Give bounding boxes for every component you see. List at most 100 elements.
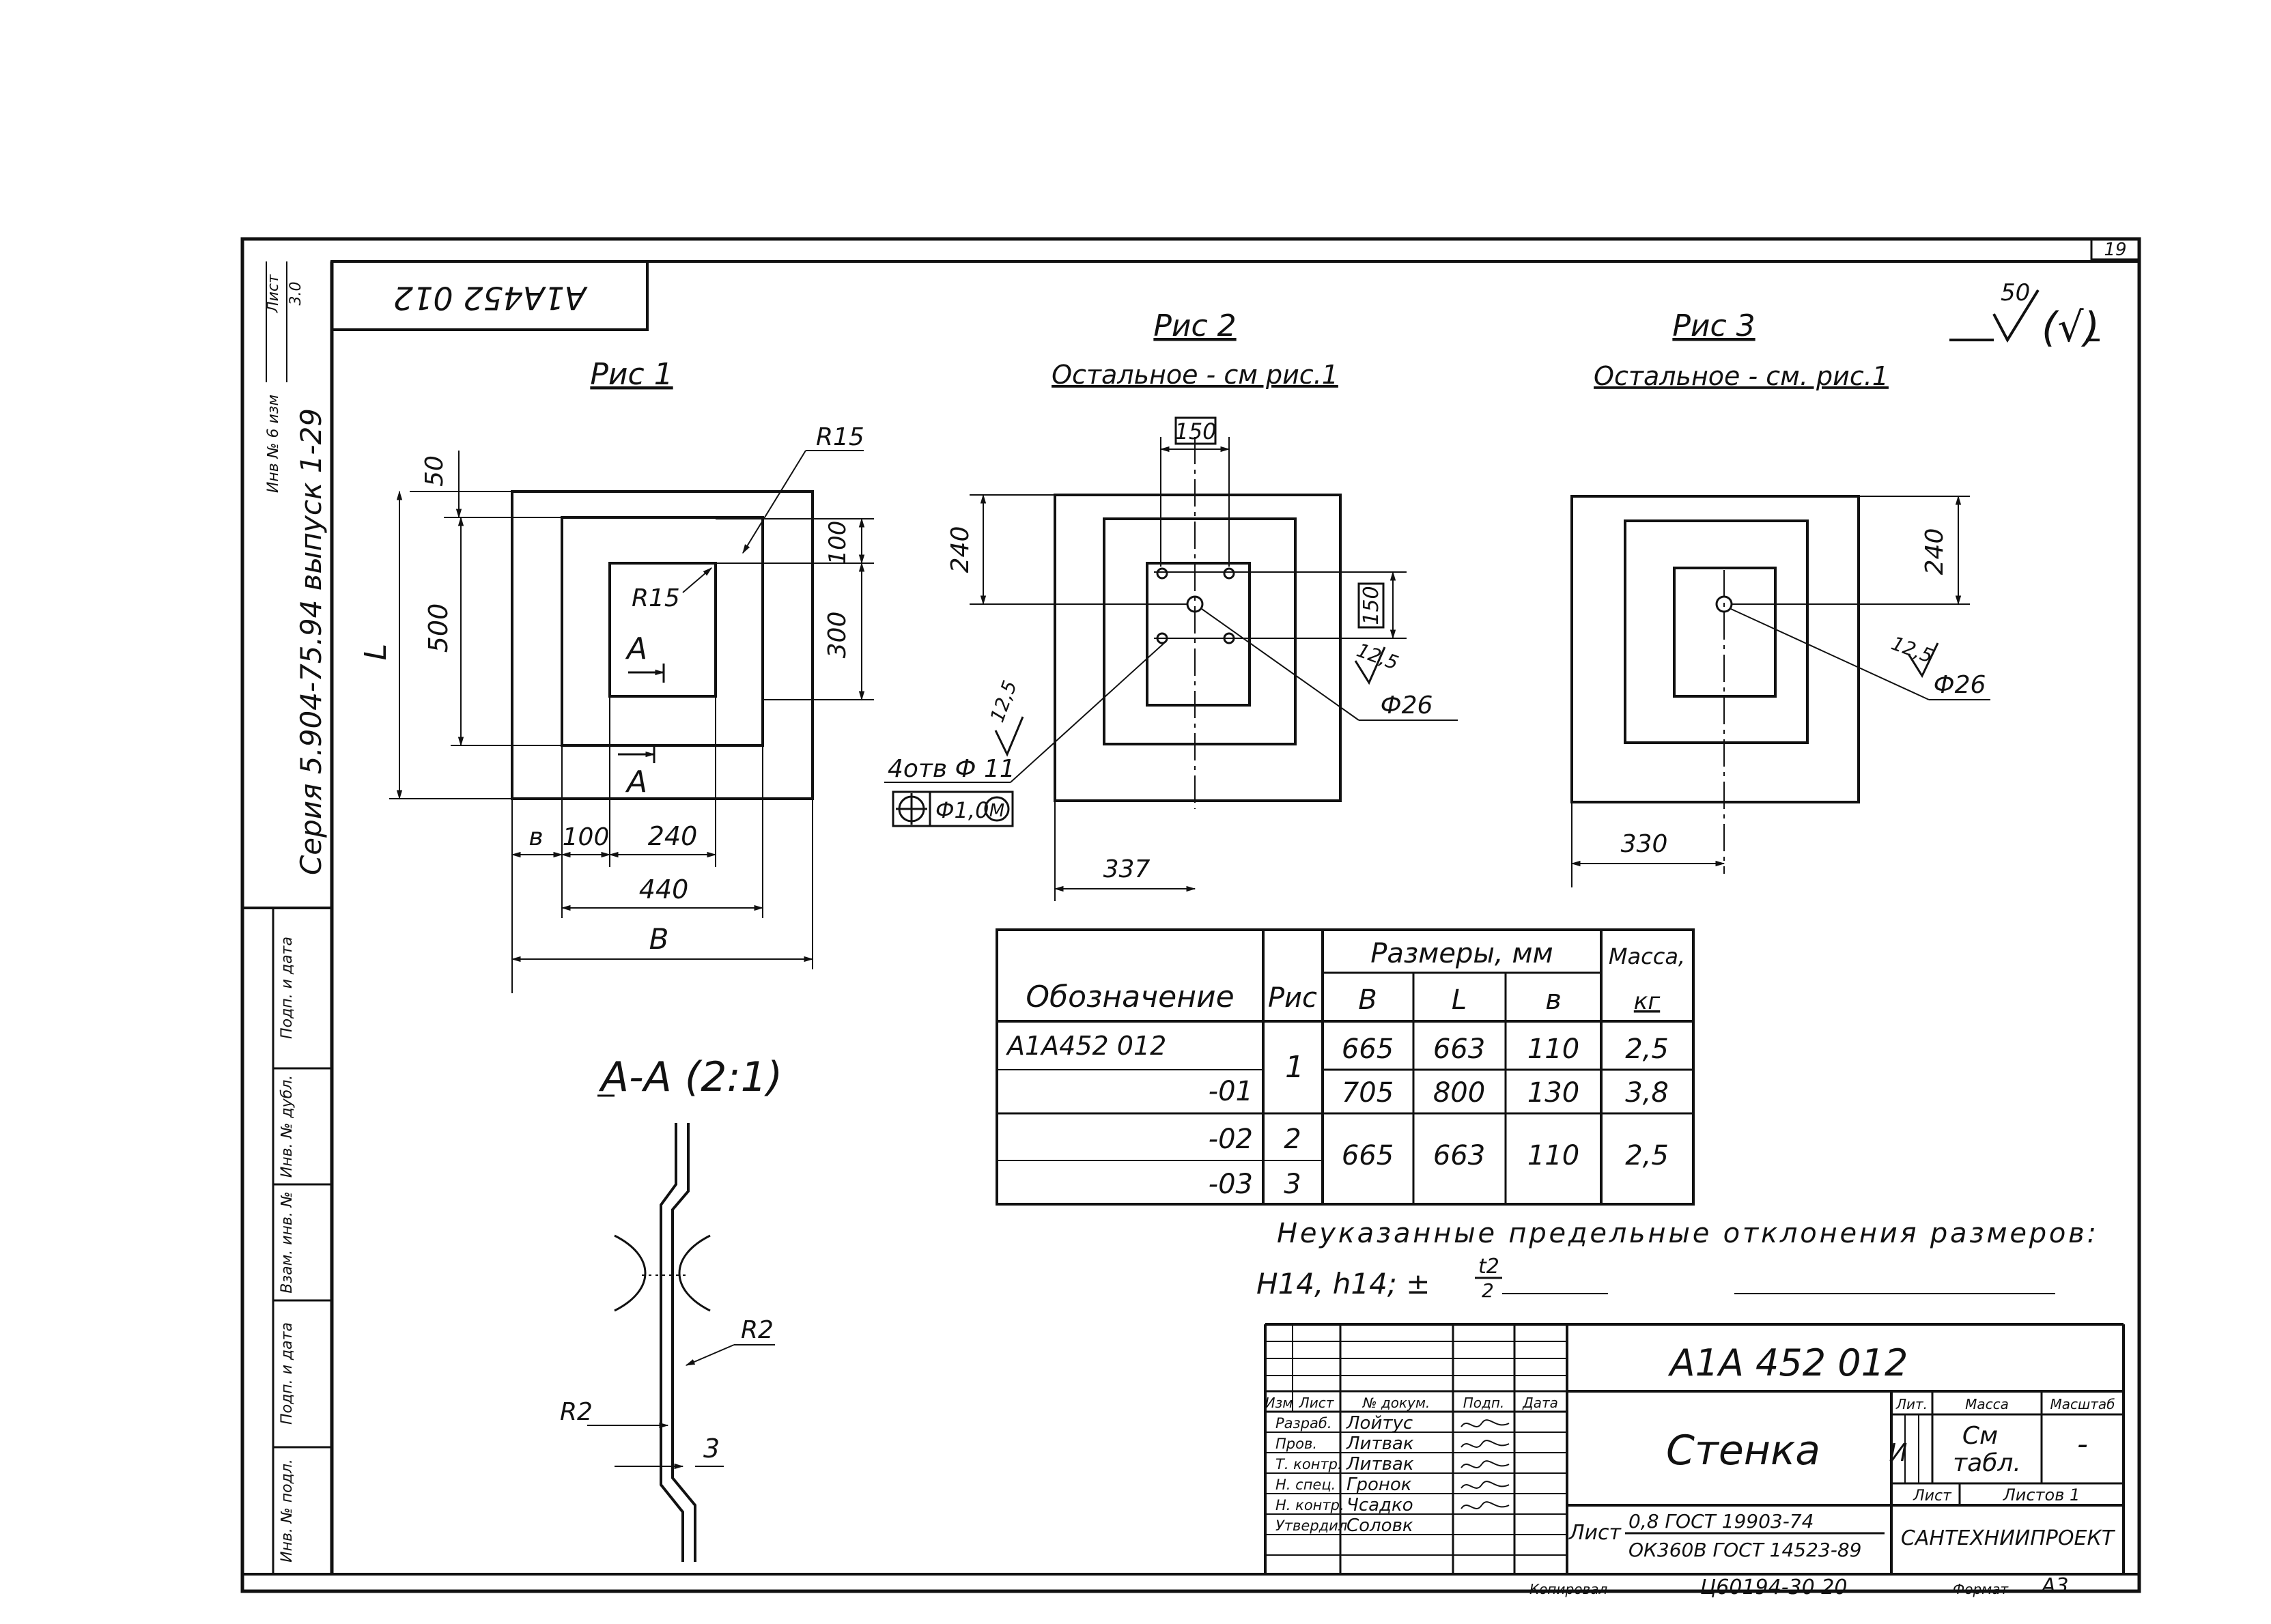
- tb-name-6: Соловк: [1346, 1515, 1413, 1536]
- fig3-title: Рис 3: [1672, 309, 1755, 343]
- corner-sheet-box: [2090, 238, 2141, 261]
- table-row3-L: 663: [1433, 1140, 1485, 1171]
- tb-name-1: Лойтус: [1346, 1413, 1413, 1434]
- tb-material-2: ОК360В ГОСТ 14523-89: [1628, 1539, 1861, 1561]
- note-frac-top: t2: [1478, 1255, 1499, 1279]
- fig1-dim-50: 50: [421, 455, 449, 487]
- tb-name: Стенка: [1666, 1427, 1820, 1475]
- section-r-bottom: R2: [560, 1398, 593, 1426]
- table-h-B: B: [1358, 984, 1377, 1016]
- table-row2-m: 3,8: [1625, 1077, 1669, 1109]
- table-row1-B: 665: [1342, 1034, 1394, 1065]
- table-row2-b: 130: [1527, 1077, 1579, 1109]
- tb-role-5: Н. контр.: [1275, 1497, 1344, 1513]
- tb-name-4: Гронок: [1346, 1475, 1412, 1495]
- fig3-outer-square: [1570, 495, 1860, 803]
- roughness-value: 50: [2001, 279, 2030, 307]
- tb-name-2: Литвак: [1346, 1434, 1414, 1454]
- tb-mass-value-2: табл.: [1953, 1449, 2021, 1477]
- fig3-note: Остальное - см. рис.1: [1594, 361, 1889, 391]
- fig2-rough-holes: 12,5: [986, 678, 1021, 726]
- fig2-dim-337: 337: [1103, 855, 1151, 883]
- section-title: А-А (2:1): [598, 1053, 782, 1101]
- fig2-hole-br: [1223, 632, 1235, 644]
- table-row3-B: 665: [1342, 1140, 1394, 1171]
- fig1-dim-300: 300: [823, 612, 851, 659]
- fig1-title: Рис 1: [590, 357, 673, 392]
- fig2-dim-150-side: 150: [1359, 586, 1383, 625]
- side-field-4: Подп. и дата: [279, 1322, 296, 1425]
- tb-h-lit: Лит.: [1895, 1396, 1928, 1412]
- fig2-hole-label: Ф26: [1381, 692, 1433, 720]
- tb-h-sign: Подп.: [1463, 1395, 1505, 1411]
- size-table: Обозначение Рис Размеры, мм B L в Масса,…: [996, 928, 1695, 1206]
- tolerance-note: Неуказанные предельные отклонения размер…: [1256, 1218, 2096, 1302]
- fig1-dim-L: L: [358, 644, 393, 661]
- fig1-outer-square: [511, 490, 814, 800]
- fig1-inner-window: [608, 562, 717, 698]
- figure-2: Рис 2 Остальное - см рис.1 150 240 150 Ф: [884, 309, 1458, 901]
- fig1-cut-bottom: А: [625, 765, 647, 799]
- tb-h-list: Лист: [1299, 1395, 1335, 1411]
- roughness-symbol: 50 (√): [1949, 279, 2100, 352]
- fig1-dim-100-vert: 100: [824, 521, 851, 565]
- tb-material-prefix: Лист: [1568, 1521, 1622, 1545]
- tb-org: САНТЕХНИИПРОЕКТ: [1901, 1526, 2116, 1550]
- fig1-dim-B: B: [649, 922, 669, 956]
- roughness-suffix: (√): [2042, 304, 2100, 352]
- tb-name-3: Литвак: [1346, 1454, 1414, 1475]
- tb-copied: Копировал: [1529, 1581, 1607, 1597]
- side-small-2: Лист: [265, 274, 282, 313]
- figure-1: Рис 1 50 L 500 100 300 R15 R15 А: [358, 357, 874, 993]
- tb-role-3: Т. контр.: [1275, 1456, 1342, 1472]
- table-row3-fig: 2: [1284, 1124, 1301, 1155]
- section-profile: [660, 1123, 690, 1317]
- note-frac-bot: 2: [1482, 1279, 1494, 1302]
- table-row1-m: 2,5: [1625, 1034, 1669, 1065]
- tb-format-label: Формат: [1953, 1581, 2009, 1597]
- fig3-middle-square: [1624, 519, 1809, 744]
- fig2-middle-square: [1103, 517, 1297, 745]
- tb-role-2: Пров.: [1275, 1436, 1317, 1452]
- table-h-sizes: Размеры, мм: [1370, 938, 1553, 969]
- fig1-dim-b: в: [528, 823, 543, 851]
- fig3-inner-window: [1673, 567, 1777, 698]
- fig1-middle-square: [561, 516, 764, 747]
- side-field-1: Подп. и дата: [279, 937, 296, 1039]
- table-row1-b: 110: [1527, 1034, 1579, 1065]
- fig2-tolerance-m: M: [989, 801, 1004, 821]
- tb-h-izm: Изм: [1265, 1395, 1293, 1411]
- side-small-3: 3.0: [287, 282, 305, 306]
- tb-scale-value: -: [2077, 1427, 2088, 1462]
- table-row4-fig: 3: [1284, 1169, 1301, 1200]
- fig3-dim-330: 330: [1621, 830, 1668, 858]
- side-small-1: Инв № 6 изм: [265, 395, 282, 493]
- fig2-outer-square: [1054, 494, 1342, 802]
- tb-material-1: 0,8 ГОСТ 19903-74: [1628, 1510, 1814, 1533]
- fig2-tolerance-frame: [892, 790, 1014, 827]
- tb-h-mass: Масса: [1965, 1396, 2009, 1412]
- tb-sheet: Лист: [1913, 1487, 1952, 1505]
- side-field-5: Инв. № подл.: [279, 1459, 296, 1563]
- tb-sheets: Листов 1: [2003, 1485, 2080, 1505]
- tb-code: Ц60194-30 20: [1700, 1576, 1847, 1599]
- table-row2-des: -01: [1209, 1076, 1253, 1107]
- tb-format-value: А3: [2040, 1574, 2069, 1598]
- tb-role-4: Н. спец.: [1275, 1477, 1336, 1493]
- section-r-top: R2: [741, 1316, 774, 1344]
- figure-3: Рис 3 Остальное - см. рис.1 240 Ф26 12,5…: [1570, 309, 1990, 887]
- tb-designation: А1А 452 012: [1668, 1341, 1908, 1384]
- table-h-L: L: [1452, 984, 1467, 1016]
- section-thickness: 3: [703, 1434, 720, 1464]
- top-stamp-box: [330, 260, 649, 331]
- fig2-tolerance: Ф1,0: [935, 797, 989, 823]
- tb-h-doc: № докум.: [1362, 1395, 1430, 1411]
- top-stamp: А1А452 012: [393, 280, 588, 317]
- side-strip: Подп. и дата Инв. № дубл. Взам. инв. № П…: [242, 261, 332, 1574]
- fig3-dim-240: 240: [1921, 528, 1949, 575]
- fig2-inner-window: [1146, 562, 1251, 707]
- fig2-dim-150-top: 150: [1174, 418, 1216, 444]
- fig1-dim-440: 440: [639, 874, 689, 904]
- outer-frame: [240, 237, 2141, 1593]
